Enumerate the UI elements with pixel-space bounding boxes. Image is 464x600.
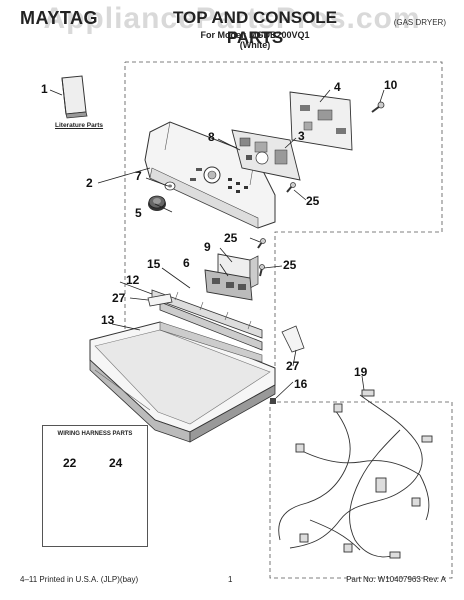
callout-4: 4 — [334, 80, 341, 94]
callout-25b: 25 — [224, 231, 238, 245]
color-line: (White) — [239, 40, 271, 50]
callout-7: 7 — [135, 169, 142, 183]
callout-3: 3 — [298, 129, 305, 143]
harness-group-outline — [269, 401, 453, 579]
callout-12: 12 — [126, 273, 140, 287]
console-bracket-icon — [289, 91, 353, 151]
model-subtitle: For Model: MGDB200VQ1 (White) — [150, 30, 360, 50]
knob-icon — [148, 195, 166, 211]
callout-16: 16 — [294, 377, 308, 391]
harness-box-title: WIRING HARNESS PARTS — [57, 431, 133, 437]
print-info: 4–11 Printed in U.S.A. (JLP)(bay) — [20, 575, 139, 584]
callout-24: 24 — [109, 456, 123, 470]
wiring-harness-icon — [278, 389, 433, 559]
console-group-outline — [124, 61, 443, 373]
screw-icon — [371, 101, 385, 113]
leveling-foot-icon — [270, 398, 276, 404]
clip-icon — [147, 293, 173, 307]
wiring-harness-parts-box: WIRING HARNESS PARTS 22 24 — [42, 425, 148, 547]
switch-assembly-icon — [204, 269, 253, 301]
callout-6: 6 — [183, 256, 190, 270]
callout-19: 19 — [354, 365, 368, 379]
brand-logo: MAYTAG — [20, 8, 99, 28]
literature-parts-label: Literature Parts — [55, 122, 104, 129]
clip-icon — [281, 325, 305, 353]
callout-13: 13 — [101, 313, 115, 327]
part-number: Part No. W10407963 Rev. A — [346, 575, 446, 584]
callout-10: 10 — [384, 78, 398, 92]
callout-5: 5 — [135, 206, 142, 220]
control-board-icon — [231, 129, 301, 181]
page-title: TOP AND CONSOLE PARTS — [172, 8, 338, 47]
model-line: For Model: MGDB200VQ1 — [200, 30, 310, 40]
callout-22: 22 — [63, 456, 77, 470]
callout-27a: 27 — [112, 291, 126, 305]
product-type: (GAS DRYER) — [393, 18, 446, 27]
literature-book-icon — [61, 75, 88, 119]
callout-9: 9 — [204, 240, 211, 254]
callout-25c: 25 — [283, 258, 297, 272]
screw-icon — [259, 264, 265, 277]
dryer-top-panel-icon — [89, 321, 276, 443]
callout-2: 2 — [86, 176, 93, 190]
callout-1: 1 — [41, 82, 48, 96]
callout-25a: 25 — [306, 194, 320, 208]
leader-lines — [63, 89, 385, 489]
console-panel-icon — [144, 121, 276, 229]
callout-15: 15 — [147, 257, 161, 271]
callout-27b: 27 — [286, 359, 300, 373]
screw-icon — [286, 182, 296, 193]
console-rail-icon — [151, 289, 263, 351]
page-number: 1 — [228, 575, 233, 584]
screw-icon — [257, 238, 266, 249]
knob-bushing-icon — [164, 181, 176, 191]
callout-8: 8 — [208, 130, 215, 144]
